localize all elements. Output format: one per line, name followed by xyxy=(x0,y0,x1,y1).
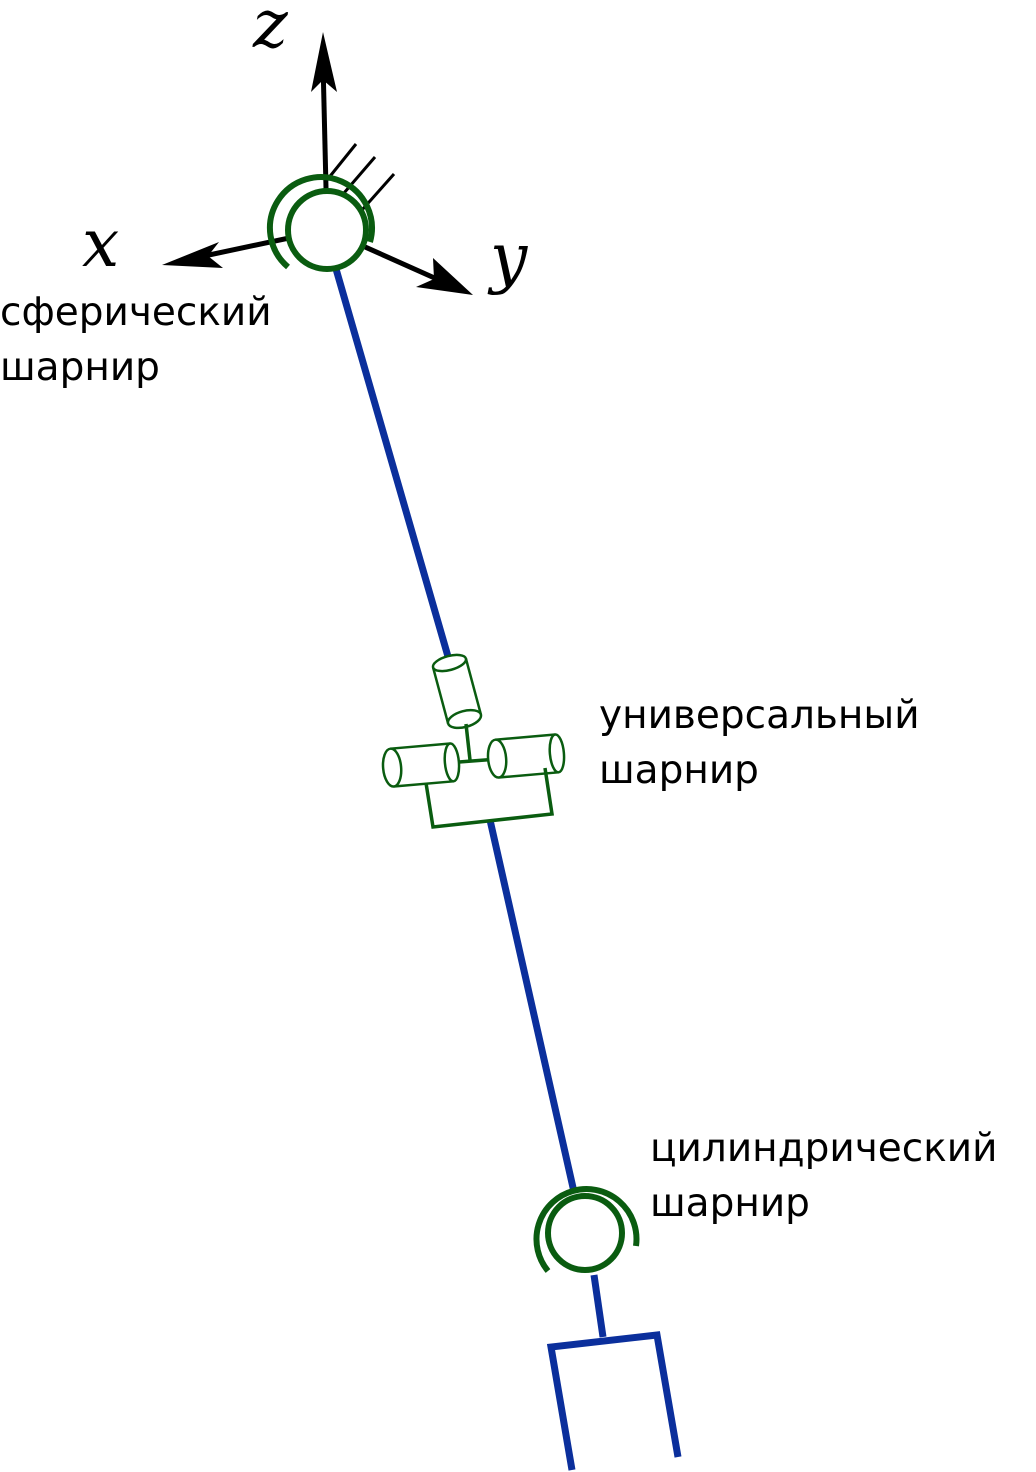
universal-joint-caption-line2: шарнир xyxy=(599,748,759,793)
spherical-joint-inner-circle xyxy=(285,188,369,272)
universal-joint-stem xyxy=(464,723,472,761)
x-axis-arrowhead xyxy=(162,242,223,268)
universal-joint-caption-line1: универсальный xyxy=(599,693,920,738)
universal-joint-top-cylinder xyxy=(431,653,483,730)
x-axis-label: x xyxy=(82,205,120,282)
universal-joint xyxy=(381,653,566,829)
link-upper xyxy=(330,261,453,661)
spherical-joint-caption-line1: сферический xyxy=(0,290,272,335)
z-axis-label: z xyxy=(253,0,288,63)
universal-joint-caption: универсальный шарнир xyxy=(599,688,920,798)
spherical-joint-caption: сферический шарнир xyxy=(0,285,272,395)
cylindrical-joint-caption: цилиндрический шарнир xyxy=(650,1121,997,1231)
spherical-joint xyxy=(267,174,375,272)
universal-joint-left-cylinder xyxy=(381,742,461,788)
link-lower xyxy=(590,1274,607,1338)
z-axis-arrowhead xyxy=(311,32,337,92)
spherical-joint-caption-line2: шарнир xyxy=(0,345,160,390)
cylindrical-joint-outer-arc xyxy=(533,1186,640,1273)
links xyxy=(330,261,682,1471)
y-axis-label: y xyxy=(490,219,528,296)
cylindrical-joint xyxy=(533,1186,640,1273)
cylindrical-joint-caption-line2: шарнир xyxy=(650,1181,810,1226)
link-middle xyxy=(486,819,578,1193)
cylindrical-joint-inner-circle xyxy=(545,1193,625,1273)
universal-joint-right-cylinder xyxy=(486,733,566,779)
gripper-fork xyxy=(546,1331,682,1471)
spherical-joint-outer-arc xyxy=(267,174,375,270)
y-axis-arrowhead xyxy=(416,258,473,295)
universal-joint-yoke xyxy=(424,767,555,829)
cylindrical-joint-caption-line1: цилиндрический xyxy=(650,1126,998,1171)
